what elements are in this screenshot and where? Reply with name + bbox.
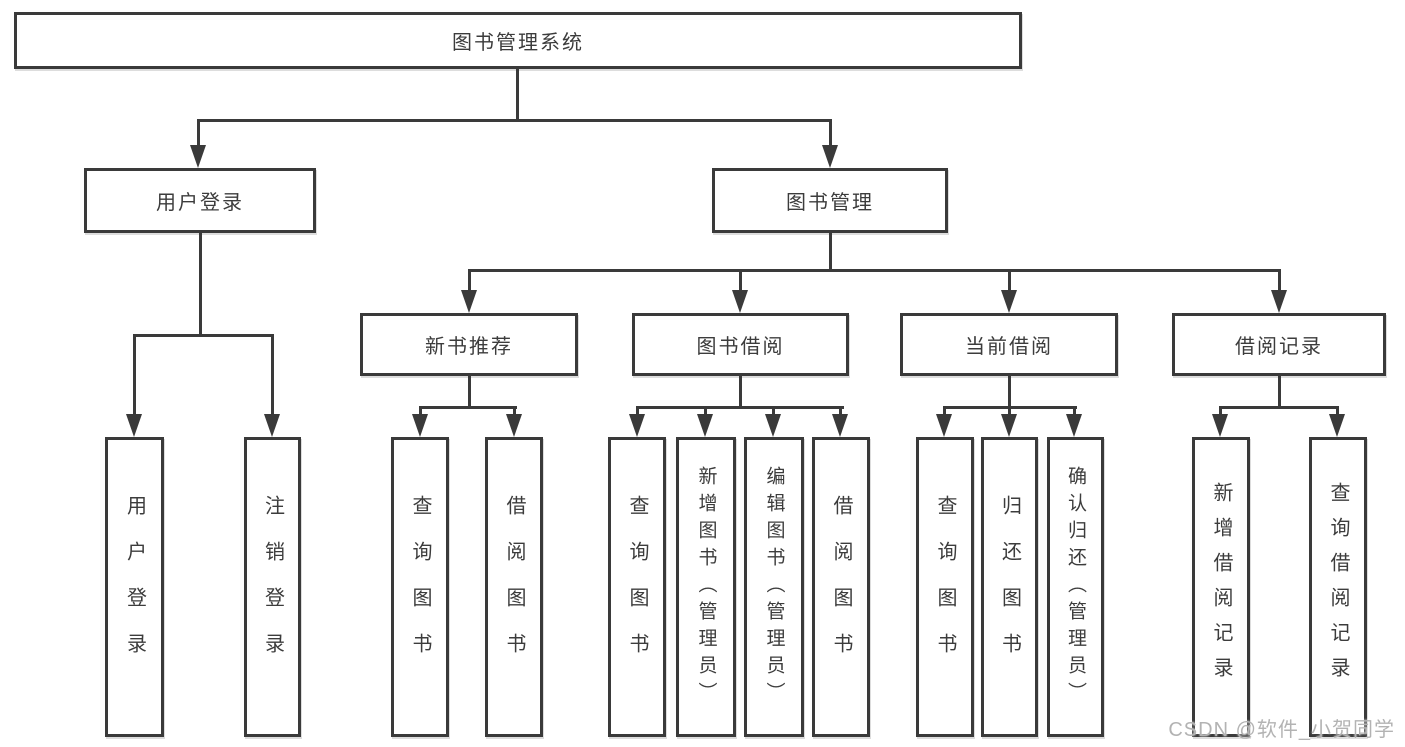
- node-book-management-label: 图书管理: [786, 192, 874, 214]
- leaf-confirm-return-admin-label: 确认归还（管理员）: [1065, 465, 1086, 709]
- leaf-borrow-books-recommend-label: 借阅图书: [503, 495, 525, 679]
- arrowhead-nb-leaf1: [412, 414, 428, 437]
- connector-newbook-stem: [468, 269, 471, 291]
- connector-bookmgmt-stem: [829, 119, 832, 147]
- node-book-borrowing: 图书借阅: [632, 313, 849, 376]
- leaf-edit-book-admin: 编辑图书（管理员）: [744, 437, 804, 737]
- leaf-return-book-label: 归还图书: [998, 495, 1021, 679]
- arrowhead-cb-leaf2: [1001, 414, 1017, 437]
- connector-bb-down: [739, 376, 742, 408]
- leaf-return-book: 归还图书: [981, 437, 1038, 737]
- connector-currentborrow-stem: [1008, 269, 1011, 291]
- connector-cb-down: [1008, 376, 1011, 408]
- connector-bb-leaf4-stem: [839, 406, 842, 416]
- arrowhead-br-leaf2: [1329, 414, 1345, 437]
- leaf-query-books-recommend: 查询图书: [391, 437, 449, 737]
- node-book-borrowing-label: 图书借阅: [696, 336, 785, 358]
- leaf-query-books-borrowing-label: 查询图书: [626, 495, 648, 679]
- connector-userlogin-stem: [197, 119, 200, 147]
- arrowhead-leaf-logout: [264, 414, 280, 437]
- connector-nb-leaf1-stem: [419, 406, 422, 416]
- leaf-logout: 注销登录: [244, 437, 301, 737]
- leaf-edit-book-admin-label: 编辑图书（管理员）: [763, 465, 785, 709]
- leaf-query-borrow-record: 查询借阅记录: [1309, 437, 1367, 737]
- connector-leaf-logout-stem: [271, 334, 274, 415]
- leaf-borrow-books-borrowing: 借阅图书: [812, 437, 870, 737]
- connector-br-leaf2-stem: [1336, 406, 1339, 416]
- arrowhead-userlogin: [190, 145, 206, 168]
- node-current-borrowing-label: 当前借阅: [965, 336, 1053, 358]
- arrowhead-newbook: [461, 290, 477, 313]
- node-new-book-recommend-label: 新书推荐: [425, 336, 513, 358]
- arrowhead-borrowrecord: [1271, 290, 1287, 313]
- connector-br-down: [1278, 376, 1281, 408]
- arrowhead-leaf-login: [126, 414, 142, 437]
- leaf-query-books-recommend-label: 查询图书: [409, 495, 431, 679]
- connector-leaf-login-stem: [133, 334, 136, 415]
- arrowhead-bookmgmt: [822, 145, 838, 168]
- connector-cb-leaf1-stem: [943, 406, 946, 416]
- connector-userlogin-down: [199, 233, 202, 336]
- leaf-query-borrow-record-label: 查询借阅记录: [1327, 482, 1349, 692]
- connector-bb-crossbar: [636, 406, 844, 409]
- connector-bb-leaf3-stem: [772, 406, 775, 416]
- connector-bookborrow-stem: [739, 269, 742, 291]
- connector-bb-leaf2-stem: [704, 406, 707, 416]
- leaf-query-books-borrowing: 查询图书: [608, 437, 666, 737]
- connector-bb-leaf1-stem: [636, 406, 639, 416]
- connector-bookmgmt-crossbar: [468, 269, 1281, 272]
- leaf-add-book-admin: 新增图书（管理员）: [676, 437, 736, 737]
- arrowhead-bookborrow: [732, 290, 748, 313]
- connector-cb-leaf2-stem: [1008, 406, 1011, 416]
- leaf-query-books-current-label: 查询图书: [934, 495, 956, 679]
- connector-cb-leaf3-stem: [1073, 406, 1076, 416]
- leaf-borrow-books-recommend: 借阅图书: [485, 437, 543, 737]
- arrowhead-bb-leaf1: [629, 414, 645, 437]
- arrowhead-bb-leaf3: [765, 414, 781, 437]
- arrowhead-nb-leaf2: [506, 414, 522, 437]
- leaf-borrow-books-borrowing-label: 借阅图书: [830, 495, 852, 679]
- node-current-borrowing: 当前借阅: [900, 313, 1118, 376]
- leaf-confirm-return-admin: 确认归还（管理员）: [1047, 437, 1104, 737]
- arrowhead-br-leaf1: [1212, 414, 1228, 437]
- leaf-add-borrow-record-label: 新增借阅记录: [1210, 482, 1232, 692]
- arrowhead-bb-leaf2: [697, 414, 713, 437]
- connector-newbook-down: [468, 376, 471, 408]
- node-borrowing-records-label: 借阅记录: [1235, 336, 1323, 358]
- connector-bookmgmt-down: [829, 233, 832, 272]
- leaf-user-login: 用户登录: [105, 437, 164, 737]
- connector-root-crossbar: [197, 119, 832, 122]
- csdn-watermark: CSDN @软件_小贺同学: [1168, 719, 1395, 741]
- node-borrowing-records: 借阅记录: [1172, 313, 1386, 376]
- connector-userlogin-crossbar: [133, 334, 274, 337]
- arrowhead-currentborrow: [1001, 290, 1017, 313]
- leaf-query-books-current: 查询图书: [916, 437, 974, 737]
- arrowhead-bb-leaf4: [832, 414, 848, 437]
- connector-nb-leaf2-stem: [513, 406, 516, 416]
- node-new-book-recommend: 新书推荐: [360, 313, 578, 376]
- connector-borrowrecord-stem: [1278, 269, 1281, 291]
- connector-root-stem: [516, 69, 519, 121]
- leaf-logout-label: 注销登录: [261, 495, 284, 679]
- leaf-user-login-label: 用户登录: [123, 495, 146, 679]
- node-book-management: 图书管理: [712, 168, 948, 233]
- leaf-add-book-admin-label: 新增图书（管理员）: [695, 465, 717, 709]
- node-user-login-label: 用户登录: [156, 192, 244, 214]
- connector-br-leaf1-stem: [1219, 406, 1222, 416]
- connector-newbook-crossbar: [419, 406, 517, 409]
- arrowhead-cb-leaf3: [1066, 414, 1082, 437]
- node-library-system-label: 图书管理系统: [452, 32, 584, 54]
- node-library-system: 图书管理系统: [14, 12, 1022, 69]
- leaf-add-borrow-record: 新增借阅记录: [1192, 437, 1250, 737]
- connector-br-crossbar: [1219, 406, 1339, 409]
- arrowhead-cb-leaf1: [936, 414, 952, 437]
- node-user-login: 用户登录: [84, 168, 316, 233]
